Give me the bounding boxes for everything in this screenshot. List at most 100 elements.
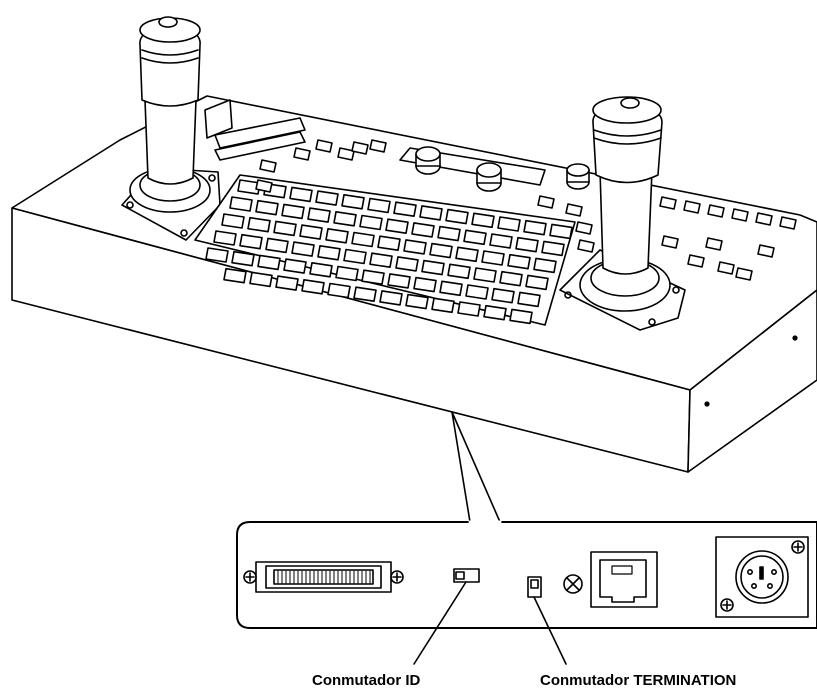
keypad-key <box>465 284 489 300</box>
keypad-key <box>779 216 797 230</box>
key-grid <box>194 174 576 326</box>
keypad-key <box>351 231 375 248</box>
keypad-key <box>757 244 775 258</box>
keypad-key <box>661 235 679 249</box>
keypad-key <box>341 194 365 210</box>
keypad-key <box>463 229 487 246</box>
keypad-key <box>257 254 281 271</box>
keypad-key <box>369 139 387 153</box>
keypad-key <box>205 247 229 263</box>
keypad-key <box>481 250 505 266</box>
keypad-key <box>229 196 253 212</box>
keypad-key <box>491 287 515 304</box>
keypad-key <box>307 207 331 223</box>
screw-plus-icon <box>390 570 404 584</box>
leader-lines <box>413 581 567 665</box>
keypad-key <box>413 276 437 293</box>
keypad-key <box>281 203 305 220</box>
keypad-key <box>445 208 469 225</box>
keypad-key <box>735 267 753 281</box>
keypad-key <box>705 237 723 251</box>
keypad-key <box>379 290 403 306</box>
right-joystick <box>559 96 686 331</box>
keypad-key <box>333 211 357 227</box>
keypad-key <box>517 291 541 308</box>
keypad-key <box>377 235 401 251</box>
keypad-key <box>255 199 279 216</box>
keypad-key <box>509 308 533 325</box>
screw-plus-icon <box>720 598 734 612</box>
keypad-key <box>325 228 349 244</box>
keypad-key <box>289 186 313 203</box>
keypad-key <box>237 179 261 195</box>
small-function-keys <box>255 139 797 281</box>
keypad-key <box>447 263 471 280</box>
keypad-key <box>361 269 385 285</box>
keypad-key <box>431 297 455 314</box>
keypad-key <box>385 218 409 234</box>
keypad-key <box>457 301 481 317</box>
keypad-key <box>731 208 749 222</box>
keypad-key <box>429 242 453 259</box>
keypad-key <box>421 259 445 276</box>
keypad-key <box>575 221 593 235</box>
keypad-key <box>659 196 677 210</box>
keypad-key <box>315 190 339 206</box>
keypad-key <box>213 230 237 246</box>
keypad-key <box>309 262 333 278</box>
id-switch <box>453 568 480 583</box>
keypad-key <box>393 201 417 217</box>
keypad-key <box>239 233 263 250</box>
keypad-key <box>515 236 539 253</box>
keypad-key <box>259 159 277 173</box>
keypad-key <box>351 141 369 155</box>
keypad-key <box>439 280 463 297</box>
keypad-key <box>369 252 393 268</box>
keypad-key <box>395 256 419 272</box>
rj-connector <box>590 551 658 608</box>
keypad-key <box>273 220 297 237</box>
keypad-key <box>577 239 595 253</box>
termination-switch-label: Conmutador TERMINATION <box>540 672 737 689</box>
keypad-key <box>755 212 773 226</box>
keypad-key <box>411 222 435 238</box>
keypad-key <box>717 261 735 275</box>
keypad-key <box>489 233 513 249</box>
keypad-key <box>387 273 411 289</box>
keypad-key <box>359 214 383 231</box>
keypad-key <box>437 225 461 242</box>
keypad-key <box>291 241 315 257</box>
screw-plus-icon <box>791 540 805 554</box>
keypad-key <box>549 223 573 240</box>
screw-plus-icon <box>243 570 257 584</box>
keypad-key <box>497 216 521 232</box>
keypad-key <box>293 147 311 161</box>
left-joystick <box>121 16 221 241</box>
keypad-key <box>221 213 245 229</box>
keypad-key <box>565 203 583 217</box>
keypad-key <box>533 257 557 274</box>
keypad-key <box>337 147 355 161</box>
keypad-key <box>301 279 325 295</box>
keypad-key <box>247 216 271 233</box>
keypad-key <box>343 248 367 265</box>
keypad-key <box>335 265 359 282</box>
rear-panel <box>236 520 817 629</box>
keypad-key <box>541 240 565 257</box>
keypad-key <box>687 254 705 268</box>
keypad-key <box>299 224 323 240</box>
keypad-key <box>283 258 307 274</box>
keypad-key <box>499 270 523 287</box>
keypad-key <box>231 250 255 267</box>
keypad-key <box>223 267 247 284</box>
keypad-key <box>367 197 391 214</box>
keypad-key <box>265 237 289 254</box>
keypad-key <box>275 275 299 291</box>
id-switch-label: Conmutador ID <box>312 672 421 689</box>
keypad-key <box>483 304 507 321</box>
keypad-key <box>471 212 495 229</box>
keypad-key <box>403 239 427 255</box>
keypad-key <box>455 246 479 263</box>
keypad-key <box>523 219 547 236</box>
